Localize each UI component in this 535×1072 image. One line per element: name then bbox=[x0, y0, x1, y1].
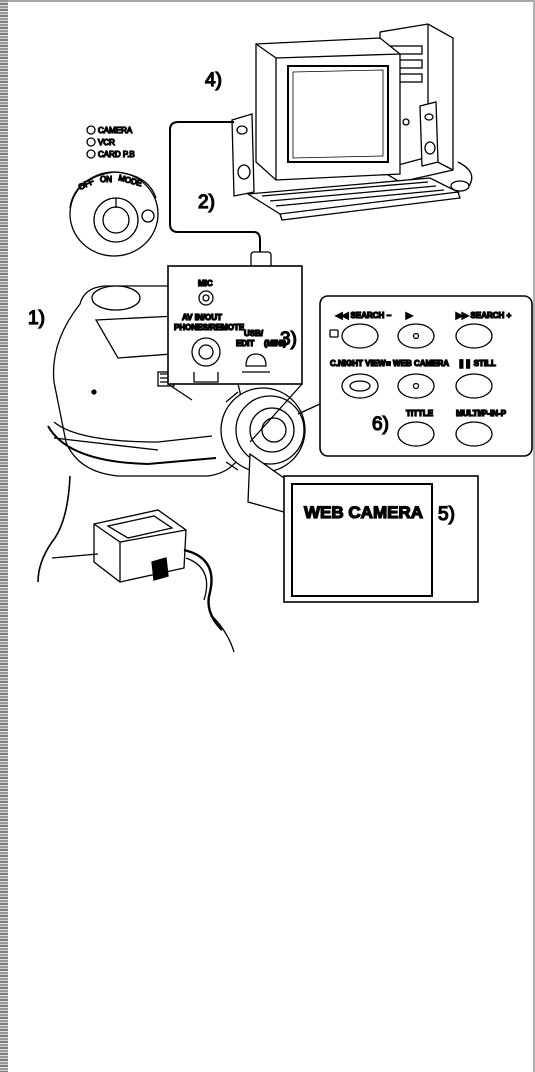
page-left-edge bbox=[0, 0, 8, 1072]
mode-camera-label: CAMERA bbox=[98, 126, 133, 135]
play-button[interactable] bbox=[398, 324, 434, 348]
remote-control-callout: ◀◀ SEARCH − ▶ ▶▶ SEARCH + C.NIGHT VIEW ■… bbox=[298, 296, 532, 456]
card-pb-mode-lamp bbox=[87, 150, 95, 158]
still-label: ❚❚ STILL bbox=[458, 359, 496, 369]
step-3-label: 3) bbox=[280, 329, 297, 350]
still-button[interactable] bbox=[456, 374, 492, 398]
step-2-label: 2) bbox=[198, 192, 215, 213]
web-camera-connection-illustration: 4) 2) CAMERA VCR CARD P.B OFF ON MODE bbox=[8, 2, 533, 662]
lcd-callout: WEB CAMERA bbox=[248, 454, 478, 602]
play-label: ▶ bbox=[405, 311, 413, 320]
mode-dial: CAMERA VCR CARD P.B OFF ON MODE bbox=[70, 126, 158, 256]
ac-adapter-illustration bbox=[52, 510, 234, 652]
camera-mode-lamp bbox=[87, 126, 95, 134]
night-view-label: C.NIGHT VIEW bbox=[330, 359, 386, 368]
mic-label: MIC bbox=[198, 279, 213, 288]
web-camera-label: ■ WEB CAMERA bbox=[386, 359, 449, 368]
title-label: TITTLE bbox=[406, 409, 434, 418]
phones-remote-label: PHONES/REMOTE bbox=[174, 323, 245, 332]
vcr-mode-lamp bbox=[87, 138, 95, 146]
multi-pip-button[interactable] bbox=[456, 422, 492, 446]
search-plus-button[interactable] bbox=[456, 324, 492, 348]
power-on-label: ON bbox=[100, 175, 112, 184]
usb-mini-port bbox=[246, 354, 266, 366]
search-plus-label: ▶▶ SEARCH + bbox=[455, 311, 512, 320]
multi-pip-label: MULTI/P-IN-P bbox=[456, 409, 507, 418]
step-1-label: 1) bbox=[28, 308, 45, 329]
mode-card-pb-label: CARD P.B bbox=[98, 150, 135, 159]
usb-label-line1: USB/ bbox=[244, 329, 264, 338]
search-minus-button[interactable] bbox=[342, 324, 378, 348]
night-view-button[interactable] bbox=[342, 374, 378, 398]
title-button[interactable] bbox=[398, 422, 434, 446]
step-4-label: 4) bbox=[205, 70, 222, 91]
web-camera-button[interactable] bbox=[398, 374, 434, 398]
av-in-out-label: AV IN/OUT bbox=[182, 313, 222, 322]
step-5-label: 5) bbox=[438, 504, 455, 525]
computer-illustration bbox=[232, 24, 472, 220]
step-6-label: 6) bbox=[372, 414, 389, 435]
lcd-web-camera-text: WEB CAMERA bbox=[304, 503, 423, 522]
search-minus-label: ◀◀ SEARCH − bbox=[335, 311, 392, 320]
mode-vcr-label: VCR bbox=[98, 138, 115, 147]
usb-label-line2: EDIT bbox=[236, 339, 254, 348]
